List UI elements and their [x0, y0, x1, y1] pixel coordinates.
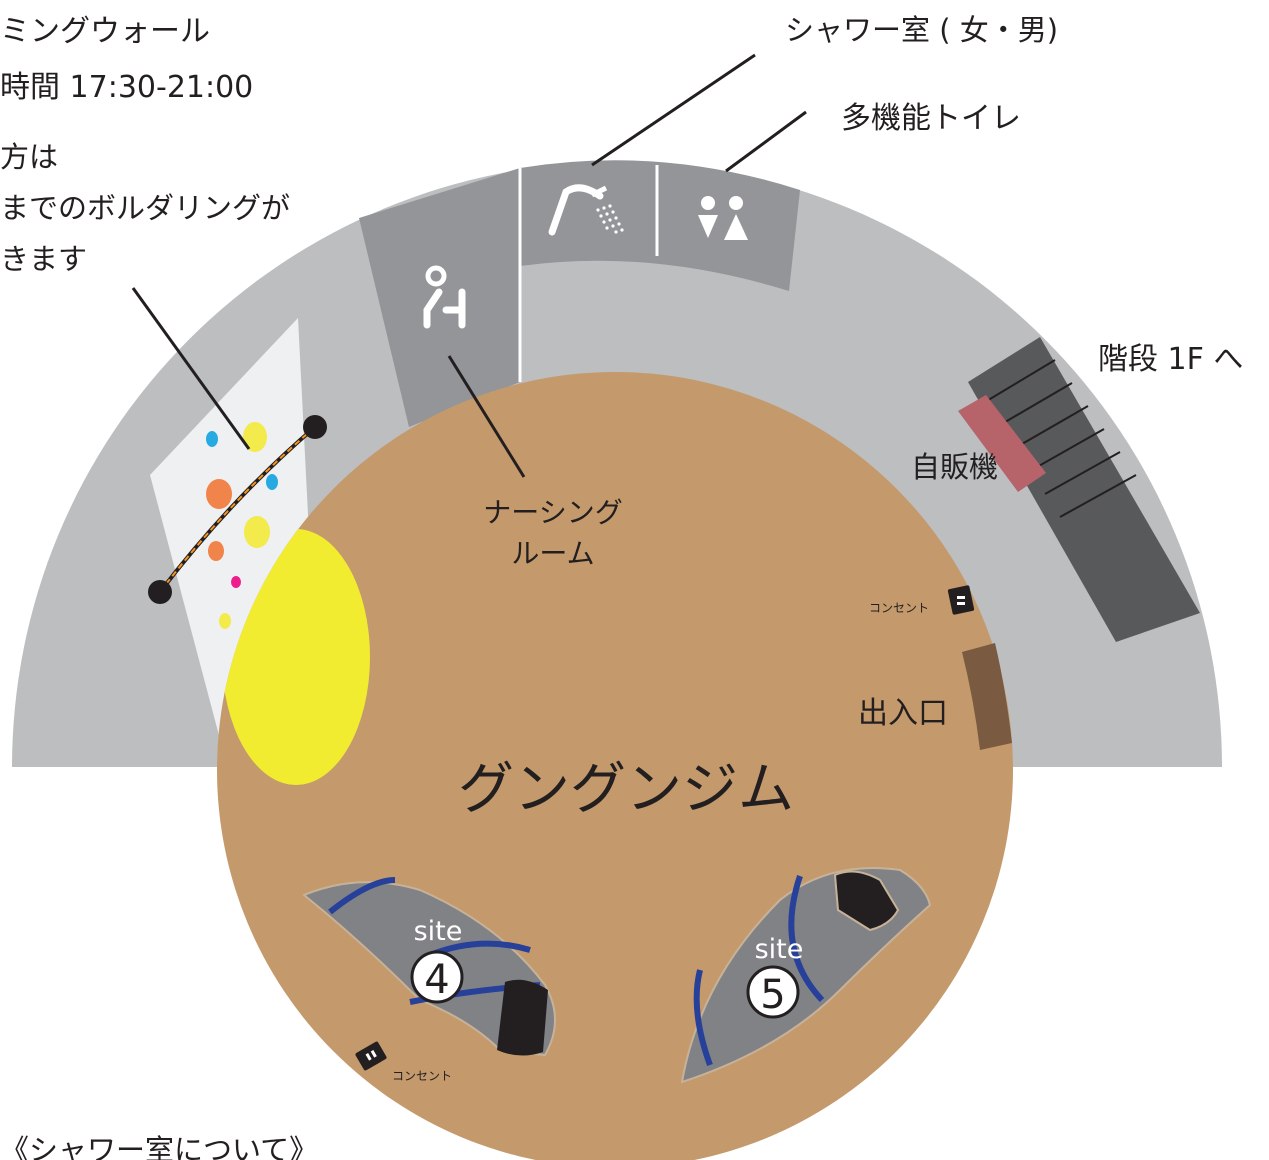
footer-note: 《シャワー室について》 [0, 1133, 318, 1160]
climbing-note-line-2: までのボルダリングが [0, 191, 290, 225]
outlet-label: コンセント [869, 601, 929, 615]
climbing-hours: 時間 17:30-21:00 [0, 70, 253, 105]
multi-toilet-label: 多機能トイレ [841, 101, 1021, 136]
vending-machine [958, 395, 1046, 492]
shower-icon [548, 184, 624, 236]
site-5-tent [680, 867, 932, 1084]
site-4-number-ring [410, 950, 464, 1004]
outlet-icon [947, 585, 975, 615]
spotlight-area [222, 529, 370, 785]
gym-name: グングンジム [458, 757, 794, 822]
site-5-number-ring [746, 965, 800, 1019]
outlet-icon [355, 1041, 387, 1071]
shower-label: シャワー室 ( 女・男) [785, 13, 1058, 47]
climbing-title: ミングウォール [0, 14, 210, 49]
site-4-number: 4 [424, 957, 449, 1003]
nursing-room-icon [423, 265, 466, 329]
site-5-number: 5 [760, 972, 785, 1018]
leader-lines [131, 53, 807, 478]
stairs-label: 階段 1F へ [1098, 342, 1243, 377]
vending-label: 自販機 [911, 450, 998, 484]
multi-toilet-icon [698, 196, 748, 240]
nursing-room-label-1: ナーシング [483, 496, 622, 529]
nursing-room-label-2: ルーム [511, 537, 594, 570]
site-4-word: site [414, 916, 463, 947]
site-5-word: site [755, 934, 804, 965]
stairs-area [968, 337, 1200, 642]
entrance-door [962, 643, 1012, 750]
climbing-note-line-3: きます [0, 242, 87, 276]
entrance-label: 出入口 [858, 696, 948, 731]
climbing-holds [148, 415, 327, 629]
climbing-note-line-1: 方は [0, 140, 58, 174]
outlet-label: コンセント [392, 1069, 452, 1083]
